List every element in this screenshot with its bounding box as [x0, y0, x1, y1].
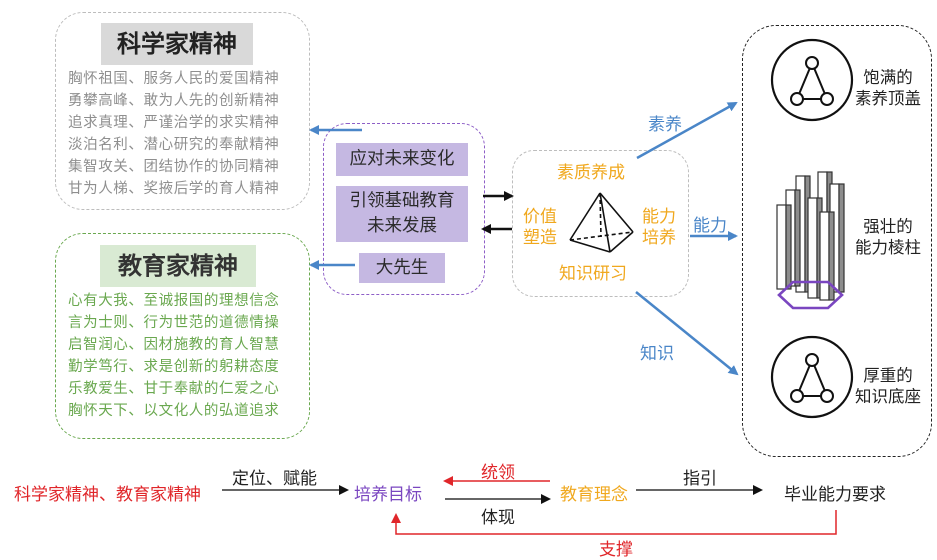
outcome-panel [742, 25, 932, 457]
scientist-spirit-lines: 胸怀祖国、服务人民的爱国精神 勇攀高峰、敢为人先的创新精神 追求真理、严谨治学的… [68, 68, 279, 200]
pyramid-right-line1: 能力 [642, 207, 676, 227]
outcome-bot-line1: 厚重的 [863, 366, 913, 385]
scientist-line: 集智攻关、团结协作的协同精神 [68, 159, 280, 175]
flow-spirits: 科学家精神、教育家精神 [14, 485, 201, 505]
goal-future-change: 应对未来变化 [336, 143, 468, 176]
flow-lead-label: 统领 [481, 463, 515, 483]
educator-spirit-lines: 心有大我、至诚报国的理想信念 言为士则、行为世范的道德情操 启智润心、因材施教的… [68, 290, 279, 422]
goal-lead-basic-education: 引领基础教育 未来发展 [336, 186, 468, 242]
educator-line: 乐教爱生、甘于奉献的仁爱之心 [68, 381, 280, 397]
arrow-label-literacy: 素养 [648, 115, 682, 135]
arrow-label-ability: 能力 [693, 216, 727, 236]
pyramid-left-line1: 价值 [523, 207, 557, 227]
arrow-knowledge [635, 291, 739, 376]
pyramid-bottom-label: 知识研习 [559, 264, 627, 284]
outcome-bot-line2: 知识底座 [855, 387, 921, 406]
educator-line: 言为士则、行为世范的道德情操 [68, 315, 280, 331]
center-goals-panel [323, 123, 485, 295]
pyramid-right-label: 能力 培养 [642, 207, 676, 249]
flow-requirement: 毕业能力要求 [784, 485, 886, 505]
pyramid-left-label: 价值 塑造 [523, 207, 557, 249]
outcome-mid-line1: 强壮的 [863, 217, 913, 236]
outcome-bot-label: 厚重的 知识底座 [848, 365, 928, 407]
outcome-top-label: 饱满的 素养顶盖 [848, 67, 928, 109]
knowledge-base-icon [770, 335, 854, 419]
arrow-label-knowledge: 知识 [640, 344, 674, 364]
goal-lead-line1: 引领基础教育 [349, 191, 455, 211]
educator-spirit-title: 教育家精神 [100, 245, 256, 287]
outcome-top-line2: 素养顶盖 [855, 89, 921, 108]
scientist-line: 追求真理、严谨治学的求实精神 [68, 115, 280, 131]
scientist-line: 淡泊名利、潜心研究的奉献精神 [68, 137, 280, 153]
educator-line: 胸怀天下、以文化人的弘道追求 [68, 403, 280, 419]
arrow-literacy [636, 101, 738, 160]
flow-support-label: 支撑 [599, 540, 633, 560]
goal-lead-line2: 未来发展 [367, 216, 437, 236]
goal-great-teacher: 大先生 [359, 253, 445, 283]
scientist-spirit-title: 科学家精神 [101, 23, 253, 65]
outcome-mid-label: 强壮的 能力棱柱 [848, 216, 928, 258]
flow-embody-label: 体现 [481, 508, 515, 528]
flow-guide-label: 指引 [683, 469, 717, 489]
flow-concept: 教育理念 [560, 485, 628, 505]
educator-line: 心有大我、至诚报国的理想信念 [68, 293, 280, 309]
flow-position-label: 定位、赋能 [232, 469, 317, 489]
educator-spirit-panel [55, 233, 310, 439]
pyramid-left-line2: 塑造 [523, 228, 557, 248]
ability-prism-icon [776, 171, 845, 310]
outcome-mid-line2: 能力棱柱 [855, 238, 921, 257]
pyramid-right-line2: 培养 [642, 228, 676, 248]
pyramid-panel [512, 150, 689, 297]
literacy-cap-icon [770, 38, 854, 122]
flow-arrow-support [391, 510, 837, 535]
scientist-spirit-panel [55, 12, 310, 210]
scientist-line: 甘为人梯、奖掖后学的育人精神 [68, 181, 280, 197]
scientist-line: 胸怀祖国、服务人民的爱国精神 [68, 71, 280, 87]
pyramid-icon [569, 192, 634, 253]
outcome-top-line1: 饱满的 [863, 68, 913, 87]
educator-line: 勤学笃行、求是创新的躬耕态度 [68, 359, 280, 375]
educator-line: 启智润心、因材施教的育人智慧 [68, 337, 280, 353]
flow-goal: 培养目标 [354, 485, 422, 505]
pyramid-top-label: 素质养成 [557, 163, 625, 183]
scientist-line: 勇攀高峰、敢为人先的创新精神 [68, 93, 280, 109]
